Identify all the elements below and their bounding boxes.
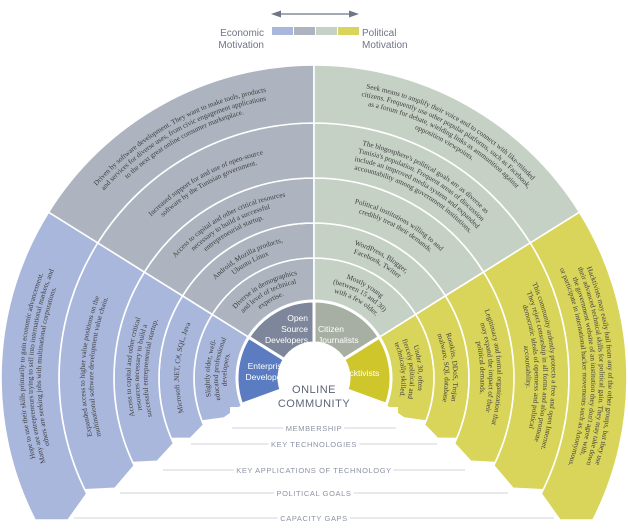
legend-arrow-right-icon (349, 10, 359, 18)
key-technologies-label: KEY TECHNOLOGIES (271, 440, 357, 449)
legend-economic-line2: Motivation (218, 40, 264, 51)
core-citizen-journalists (312, 299, 382, 362)
cell-text-line: accountability. (522, 345, 532, 388)
ring-labels: MEMBERSHIP KEY TECHNOLOGIES KEY APPLICATIO… (74, 421, 554, 526)
legend-economic-line1: Economic (220, 28, 264, 39)
core-label-citizen-2: Journalists (318, 335, 359, 345)
legend-political-line1: Political (362, 28, 396, 39)
core-groups (230, 299, 398, 421)
core-labels: Enterprise Developers Open Source Develo… (246, 313, 380, 410)
legend-arrow-left-icon (271, 10, 281, 18)
core-label-enterprise-2: Developers (246, 372, 289, 382)
core-label-opensource-2: Source (281, 324, 308, 334)
center-label-line1: ONLINE (292, 384, 336, 396)
core-label-opensource-3: Developers (265, 335, 308, 345)
capacity-gaps-cell-enterprise (0, 211, 99, 521)
political-goals-hacktivists-text: accountability. (522, 345, 532, 388)
membership-label: MEMBERSHIP (286, 424, 342, 433)
key-applications-label: KEY APPLICATIONS OF TECHNOLOGY (236, 466, 392, 475)
core-enterprise (235, 335, 287, 407)
political-goals-label: POLITICAL GOALS (277, 489, 352, 498)
core-hacktivists (341, 335, 393, 407)
legend-swatch (316, 27, 337, 35)
capacity-gaps-cell-hacktivists (529, 211, 628, 521)
key-applications-hacktivists-text: political demands. (475, 340, 487, 395)
core-base-cut (230, 407, 398, 421)
motivation-legend: Economic Motivation Political Motivation (218, 10, 408, 51)
rings (0, 64, 628, 521)
center-label-line2: COMMUNITY (278, 398, 350, 410)
cell-text-line: developers. (220, 352, 232, 387)
core-label-citizen-1: Citizen (318, 324, 344, 334)
membership-enterprise-text: developers. (220, 352, 232, 387)
core-label-enterprise-1: Enterprise (248, 361, 287, 371)
cell-text-line: political demands. (475, 340, 487, 395)
legend-swatch (272, 27, 293, 35)
legend-swatch (294, 27, 315, 35)
core-open-source (246, 299, 316, 362)
legend-color-scale (272, 27, 359, 35)
legend-political-line2: Motivation (362, 40, 408, 51)
core-label-opensource-1: Open (287, 313, 308, 323)
core-label-hacktivists: Hacktivists (339, 368, 380, 378)
legend-swatch (338, 27, 359, 35)
capacity-gaps-label: CAPACITY GAPS (280, 514, 348, 523)
